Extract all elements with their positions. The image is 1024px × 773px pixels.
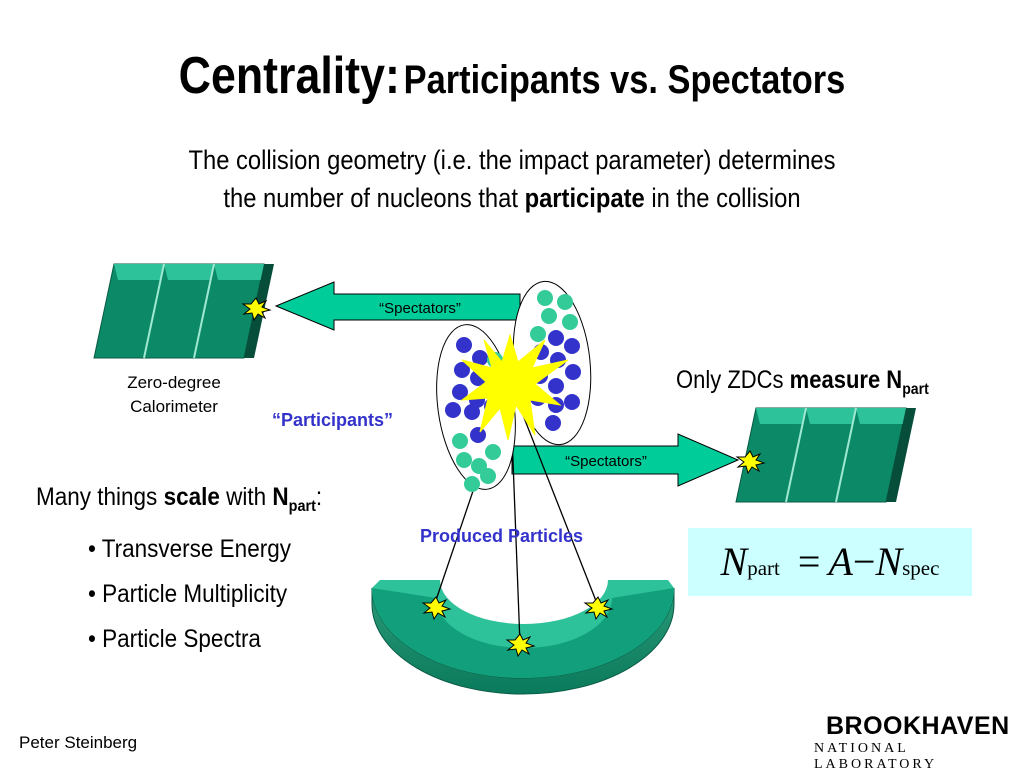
logo-line-2: NATIONAL LABORATORY [814,741,938,772]
formula-lhs-sub: part [747,556,780,580]
scaling-n: N [272,483,289,511]
zdc-label-line-1: Zero-degree [127,373,221,392]
spectators-label-bottom: “Spectators” [565,453,647,470]
formula-rhs: N [875,539,903,584]
formula-minus: − [852,539,876,584]
subtitle-line-2: the number of nucleons that participate … [61,179,962,217]
title-rest: Participants vs. Spectators [403,58,846,102]
collision-flash [460,333,569,441]
brookhaven-logo: BROOKHAVEN NATIONAL LABORATORY [812,712,1012,772]
logo-line-1: BROOKHAVEN [826,712,1010,740]
hit-flashes [241,297,766,658]
spectators-arrow-left [274,281,521,331]
zdc-label: Zero-degree Calorimeter [104,371,244,419]
spectators-arrow-right [511,433,740,487]
scaling-text: Many things [36,483,158,511]
scaling-bold: scale [163,483,220,511]
subtitle-emphasis: participate [524,183,645,213]
formula-rhs-sub: spec [902,556,940,580]
formula-a: A [828,539,853,584]
zdc-label-line-2: Calorimeter [130,397,218,416]
formula-equals: = [797,539,821,584]
zdc-note-bold: measure N [789,366,903,394]
npart-formula: Npart =A−Nspec [688,528,972,596]
scaling-heading: Many things scale with Npart: [36,483,322,516]
bullet-item: • Transverse Energy [88,535,291,563]
central-detector-ring [371,580,675,695]
formula-lhs: N [720,539,748,584]
author-name: Peter Steinberg [19,733,138,752]
subtitle-text: the number of nucleons that [223,183,518,213]
zdc-note-subscript: part [902,381,929,398]
scaling-with: with [226,483,267,511]
spectators-label-top: “Spectators” [379,300,461,317]
nucleons-left [445,337,503,492]
slide-subtitle: The collision geometry (i.e. the impact … [61,141,962,217]
title-main: Centrality: [178,47,400,105]
zdc-note-text: Only ZDCs [676,366,784,394]
bullet-item: • Particle Multiplicity [88,580,288,608]
subtitle-text-end: in the collision [651,183,801,213]
zdc-left-detector [93,263,274,359]
scaling-colon: : [315,483,323,511]
participants-label: “Participants” [272,410,394,430]
scaling-bullets: • Transverse Energy • Particle Multiplic… [88,527,291,662]
bullet-item: • Particle Spectra [88,625,261,653]
zdc-note: Only ZDCs measure Npart [676,366,929,399]
zdc-right-detector [735,407,916,503]
scaling-subscript: part [288,498,316,515]
produced-particles-label: Produced Particles [420,526,584,546]
subtitle-line-1: The collision geometry (i.e. the impact … [188,145,836,175]
slide-title: Centrality: Participants vs. Spectators [72,46,953,106]
